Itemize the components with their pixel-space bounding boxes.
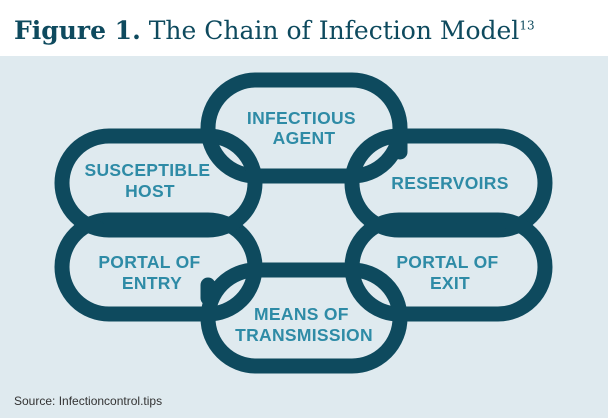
- label-infectious-agent: INFECTIOUS AGENT: [247, 108, 361, 148]
- figure-title: Figure 1. The Chain of Infection Model13: [14, 14, 535, 48]
- figure-title-text: The Chain of Infection Model: [148, 16, 520, 45]
- link-infectious-agent: [200, 72, 408, 184]
- label-reservoirs: RESERVOIRS: [391, 173, 508, 193]
- figure-title-reference: 13: [519, 18, 535, 33]
- link-portal-of-exit: [344, 212, 553, 322]
- figure-title-prefix: Figure 1.: [14, 16, 141, 45]
- label-susceptible-host: SUSCEPTIBLE HOST: [85, 160, 216, 201]
- label-means-of-transmission: MEANS OF TRANSMISSION: [235, 304, 373, 345]
- link-susceptible-host: [54, 128, 263, 238]
- label-portal-of-exit: PORTAL OF EXIT: [396, 252, 503, 293]
- label-portal-of-entry: PORTAL OF ENTRY: [98, 252, 205, 293]
- source-caption: Source: Infectioncontrol.tips: [14, 394, 163, 408]
